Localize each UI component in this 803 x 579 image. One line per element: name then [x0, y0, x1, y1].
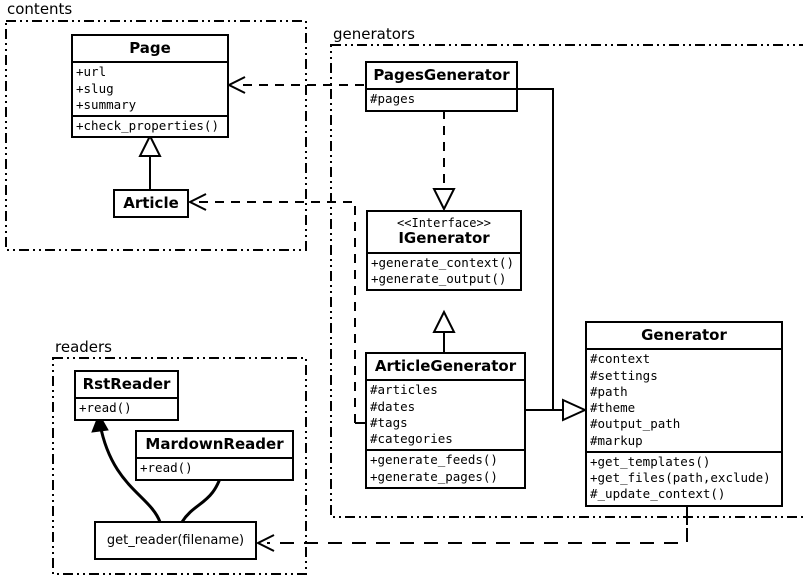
class-page[interactable]: Page +url +slug +summary +check_properti…	[71, 34, 229, 139]
dependency-articlegenerator-article-line	[199, 201, 356, 423]
operation: +generate_pages()	[370, 468, 498, 484]
attribute: #theme	[590, 400, 636, 415]
class-articlegenerator[interactable]: ArticleGenerator #articles #dates #tags …	[365, 352, 526, 489]
class-rstreader-title: RstReader	[82, 375, 171, 393]
operation: +read()	[140, 460, 193, 476]
attribute: #settings	[590, 367, 658, 383]
class-generator-operations: +get_templates() +get_files(path,exclude…	[587, 450, 781, 505]
class-generator[interactable]: Generator #context #settings #path #them…	[585, 321, 783, 507]
package-label-generators: generators	[333, 25, 415, 43]
generalization-to-generator-arrowhead	[562, 398, 588, 422]
attribute: #categories	[370, 431, 453, 446]
attribute: +url	[76, 64, 107, 80]
class-article[interactable]: Article	[113, 189, 189, 219]
attribute: #markup	[590, 432, 643, 448]
attribute: #tags	[370, 414, 408, 430]
operation: +generate_context()	[371, 254, 514, 270]
class-rstreader-operations: +read()	[76, 397, 177, 418]
class-igenerator-operations: +generate_context() +generate_output()	[368, 251, 520, 290]
dependency-generator-getreader-arrowhead	[255, 534, 275, 552]
attribute: #output_path	[590, 416, 681, 432]
attribute: #dates	[370, 398, 416, 414]
class-generator-attributes: #context #settings #path #theme #output_…	[587, 348, 781, 451]
class-mardownreader[interactable]: MardownReader +read()	[135, 430, 294, 481]
operation: +check_properties()	[76, 118, 219, 133]
generalization-articlegenerator-igenerator-arrowhead	[432, 309, 456, 333]
realization-pagesgenerator-igenerator-arrowhead	[432, 188, 456, 212]
operation: +generate_feeds()	[370, 452, 498, 468]
class-articlegenerator-title: ArticleGenerator	[374, 357, 517, 375]
class-page-attributes: +url +slug +summary	[73, 61, 227, 115]
operation: +read()	[79, 400, 132, 416]
generalization-article-page-arrowhead	[138, 133, 162, 157]
class-rstreader[interactable]: RstReader +read()	[74, 370, 179, 421]
dependency-generator-getreader-line	[267, 504, 688, 544]
class-pagesgenerator[interactable]: PagesGenerator #pages	[365, 61, 518, 112]
attribute: +summary	[76, 96, 137, 112]
class-pagesgenerator-title: PagesGenerator	[373, 66, 510, 84]
class-articlegenerator-operations: +generate_feeds() +generate_pages()	[367, 449, 524, 487]
function-get-reader[interactable]: get_reader(filename)	[94, 521, 257, 560]
package-label-contents: contents	[7, 0, 73, 18]
dependency-pagesgenerator-page-arrowhead	[226, 76, 246, 94]
attribute: +slug	[76, 80, 114, 96]
attribute: #context	[590, 351, 651, 367]
class-mardownreader-title: MardownReader	[145, 435, 284, 453]
class-mardownreader-operations: +read()	[137, 457, 292, 478]
operation: +generate_output()	[371, 270, 507, 286]
attribute: #path	[590, 383, 628, 399]
class-page-title: Page	[129, 39, 171, 57]
dependency-articlegenerator-article-arrowhead	[187, 193, 207, 211]
operation: +get_files(path,exclude)	[590, 470, 771, 485]
class-generator-title: Generator	[641, 326, 727, 344]
class-page-operations: +check_properties()	[73, 115, 227, 136]
package-label-readers: readers	[55, 338, 112, 356]
function-get-reader-label: get_reader(filename)	[106, 533, 245, 548]
operation: #_update_context()	[590, 486, 726, 502]
class-pagesgenerator-attributes: #pages	[367, 88, 516, 109]
class-igenerator-title: <<Interface>> IGenerator	[368, 212, 520, 252]
class-igenerator-name: IGenerator	[398, 229, 490, 248]
class-igenerator[interactable]: <<Interface>> IGenerator +generate_conte…	[366, 210, 522, 292]
attribute: #pages	[370, 91, 416, 107]
class-article-title: Article	[123, 194, 179, 212]
attribute: #articles	[370, 382, 438, 398]
operation: +get_templates()	[590, 453, 711, 469]
class-igenerator-stereotype: <<Interface>>	[397, 216, 491, 230]
class-articlegenerator-attributes: #articles #dates #tags #categories	[367, 379, 524, 449]
